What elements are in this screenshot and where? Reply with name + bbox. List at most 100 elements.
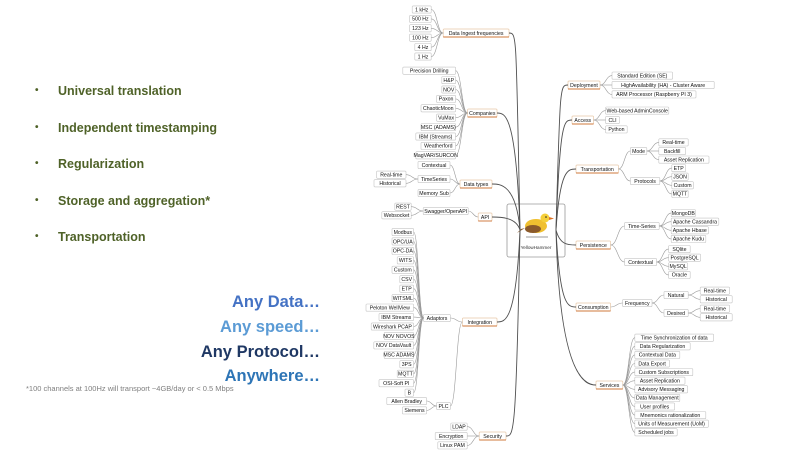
bird-eye-shape <box>545 216 547 218</box>
node-peloton-wellview: Peloton WellView <box>370 305 410 311</box>
category-integration: Integration <box>467 320 492 326</box>
node-siemens: Siemens <box>404 408 425 414</box>
node-123-hz: 123 Hz <box>412 26 429 32</box>
node-adaptors: Adaptors <box>427 316 448 322</box>
category-transportation: Transportation <box>581 167 614 173</box>
category-consumption: Consumption <box>578 305 609 311</box>
node-scheduled-jobs: Scheduled jobs <box>638 430 674 436</box>
node-chaoticmoon: ChaoticMoon <box>423 106 454 112</box>
bullet-dot-icon: • <box>35 194 39 206</box>
main-branch-line <box>555 119 573 231</box>
node-precision-drilling-box <box>402 66 456 75</box>
node-csv: CSV <box>401 277 412 283</box>
node-desired: Desired <box>667 311 685 317</box>
bullet-text: Universal translation <box>58 84 182 98</box>
node-precision-drilling: Precision Drilling <box>410 69 449 75</box>
node-custom: Custom <box>394 268 412 274</box>
tagline-any-data: Any Data… <box>231 293 320 311</box>
node-apache-hbase: Apache Hbase <box>673 228 707 234</box>
node-websocket: Websocket <box>384 213 410 219</box>
node-contextual: Contextual <box>422 163 447 169</box>
category-persistence: Persistence <box>580 243 607 249</box>
bullet-text: Regularization <box>58 157 145 171</box>
bird-beak-shape <box>549 217 554 220</box>
node-mode: Mode <box>632 149 645 155</box>
node-vumax: VuMax <box>438 116 454 122</box>
category-deployment: Deployment <box>570 83 598 89</box>
connector-line <box>610 244 625 263</box>
node-500-hz: 500 Hz <box>412 17 429 23</box>
node-ldap: LDAP <box>452 424 466 430</box>
category-data-types: Data types <box>464 182 489 188</box>
tagline-any-protocol: Any Protocol… <box>200 343 320 361</box>
node-natural: Natural <box>668 293 685 299</box>
feature-bullet-list: • Universal translation •Independent time… <box>30 80 217 263</box>
node-mongodb: MongoDB <box>672 211 696 217</box>
node-real-time: Real-time <box>704 289 726 295</box>
bullet-dot-icon: • <box>35 231 39 242</box>
connector-line <box>618 150 631 170</box>
connector-line <box>455 79 468 114</box>
node-etp-box <box>399 284 414 293</box>
node-historical: Historical <box>379 181 400 187</box>
category-api: API <box>481 215 489 221</box>
connector-line <box>405 178 419 184</box>
connector-line <box>659 180 672 195</box>
node-linux-pam: Linux PAM <box>440 443 465 449</box>
node-h-p-box <box>441 76 456 84</box>
node-standard-edition-se: Standard Edition (SE) <box>617 73 667 79</box>
node-4-hz: 4 Hz <box>418 45 429 51</box>
connector-line <box>467 435 480 446</box>
node-web-based-adminconsole: Web-based AdminConsole <box>607 108 668 114</box>
node-nov-datavault: NOV DataVault <box>376 343 412 349</box>
bullet-dot-icon: • <box>35 85 39 96</box>
node-witsml: WITSML <box>393 296 413 302</box>
connector-line <box>411 210 424 216</box>
node-osi-soft-pi: OSI-Soft PI <box>383 381 409 387</box>
node-3ps: 3PS <box>402 362 412 368</box>
connector-line <box>646 150 659 160</box>
node-asset-replication: Asset Replication <box>664 157 704 163</box>
connector-line <box>593 110 606 121</box>
main-branch-line <box>505 229 521 437</box>
connector-line <box>455 112 468 156</box>
node-mqtt: MQTT <box>673 192 689 198</box>
tagline-any-speed: Any speed… <box>220 318 320 336</box>
node-rest: REST <box>396 205 411 211</box>
node-3ps-box <box>399 360 414 369</box>
connector-line <box>610 302 623 308</box>
node-custom-subscriptions: Custom Subscriptions <box>639 370 690 376</box>
main-branch-line <box>555 229 597 386</box>
tagline-anywhere: Anywhere… <box>224 367 320 385</box>
node-time-series: Time-Series <box>628 224 656 230</box>
node-historical: Historical <box>706 315 727 321</box>
node-timeseries: TimeSeries <box>421 177 447 183</box>
node-oracle: Oracle <box>672 273 687 279</box>
node-1-khz: 1 kHz <box>415 7 429 13</box>
connector-line <box>467 426 480 437</box>
node-modbus: Modbus <box>394 230 413 236</box>
connector-line <box>450 317 463 323</box>
bullet-item: •Independent timestamping <box>30 117 217 154</box>
main-branch-line <box>491 183 521 231</box>
connector-line <box>599 84 613 95</box>
connector-line <box>426 400 437 407</box>
connector-line <box>688 312 701 318</box>
node-msc-adams: MSC ADAMS <box>383 353 415 359</box>
node-data-export: Data Export <box>638 361 666 367</box>
connector-line <box>656 261 669 276</box>
node-contextual: Contextual <box>628 260 653 266</box>
category-security: Security <box>483 434 502 440</box>
connector-line <box>659 225 672 240</box>
connector-line <box>449 178 461 185</box>
bullet-item: • Universal translation <box>30 80 217 117</box>
bullet-dot-icon: • <box>35 158 39 169</box>
main-branch-line <box>496 229 521 323</box>
node-nov-datavault-box <box>373 341 414 350</box>
node-protocols: Protocols <box>634 179 656 185</box>
node-opc-ua: OPC/UA <box>393 239 413 245</box>
main-branch-line <box>555 168 577 231</box>
node-postgresql: PostgreSQL <box>670 256 698 262</box>
node-ibm-streams: IBM (Streams) <box>419 134 453 140</box>
